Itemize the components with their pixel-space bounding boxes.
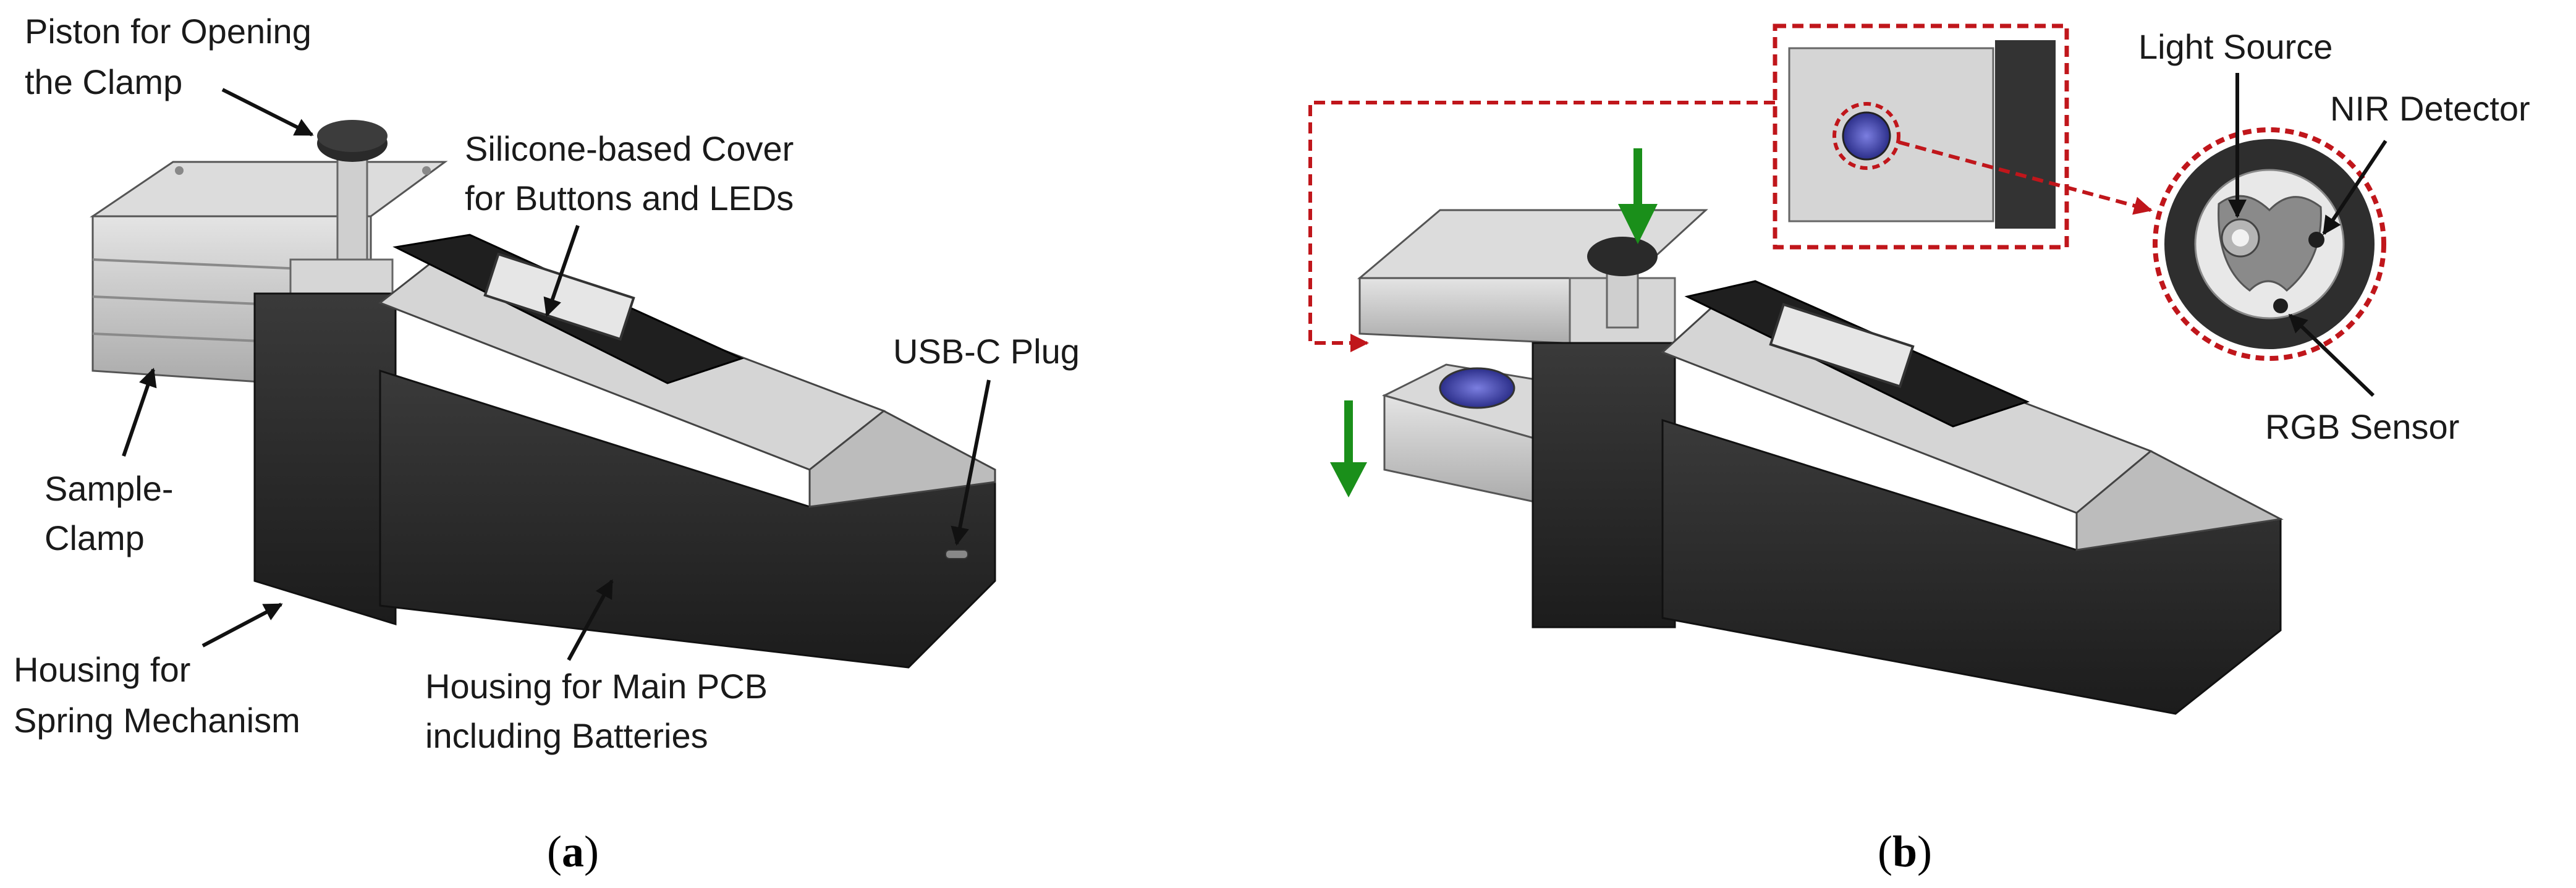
green-arrowhead-clamp bbox=[1330, 462, 1367, 497]
panel-b-annotations: Light Source NIR Detector RGB Sensor (b) bbox=[1878, 27, 2530, 876]
caption-a: (a) bbox=[547, 827, 599, 876]
inset-lens bbox=[1842, 111, 1891, 161]
nir-detector-element bbox=[2308, 232, 2324, 248]
label-pcb-housing: Housing for Main PCB including Batteries bbox=[425, 667, 777, 755]
label-piston: Piston for Opening the Clamp bbox=[25, 12, 321, 101]
panel-b-motion-arrows bbox=[1330, 148, 1658, 497]
arrow-rgb-sensor bbox=[2288, 313, 2375, 397]
callout-leader-right bbox=[1898, 140, 2153, 215]
green-arrowhead-piston bbox=[1618, 204, 1658, 244]
panel-a-annotations: Piston for Opening the Clamp Silicone-ba… bbox=[14, 12, 1080, 876]
label-sample-clamp: Sample- Clamp bbox=[44, 469, 183, 557]
label-light-source: Light Source bbox=[2138, 27, 2332, 66]
spring-housing-b bbox=[1532, 342, 1676, 628]
arrow-piston bbox=[221, 88, 314, 137]
spring-housing bbox=[253, 292, 397, 626]
upper-clamp bbox=[1357, 209, 1708, 279]
panel-b-device bbox=[1357, 209, 2284, 715]
piston-shaft-b bbox=[1606, 271, 1639, 329]
inset-housing bbox=[1995, 40, 2056, 229]
usbc-port bbox=[945, 549, 968, 559]
arrow-usbc bbox=[951, 379, 991, 546]
rgb-sensor-element bbox=[2273, 298, 2288, 313]
label-silicone-cover: Silicone-based Cover for Buttons and LED… bbox=[465, 129, 803, 218]
label-nir-detector: NIR Detector bbox=[2330, 89, 2530, 128]
sensor-head-ring bbox=[2153, 127, 2386, 361]
label-spring-housing: Housing for Spring Mechanism bbox=[14, 650, 300, 740]
piston-cap-b bbox=[1587, 237, 1658, 276]
label-usbc: USB-C Plug bbox=[893, 332, 1080, 371]
panel-a-device bbox=[90, 120, 996, 669]
arrow-silicone-cover bbox=[543, 225, 580, 317]
arrow-sample-clamp bbox=[122, 368, 157, 457]
arrow-spring-housing bbox=[201, 603, 283, 648]
sample-lens bbox=[1439, 367, 1515, 409]
sample-clamp bbox=[90, 161, 448, 218]
caption-b: (b) bbox=[1878, 827, 1932, 876]
callout-leader-left bbox=[1308, 101, 1775, 352]
arrow-pcb-housing bbox=[567, 579, 614, 661]
inset-frame bbox=[1773, 23, 2069, 250]
inset-lens-ring bbox=[1832, 102, 1900, 170]
inset-plate bbox=[1788, 47, 1994, 222]
label-rgb-sensor: RGB Sensor bbox=[2265, 407, 2459, 446]
arrow-nir-detector bbox=[2322, 140, 2387, 235]
